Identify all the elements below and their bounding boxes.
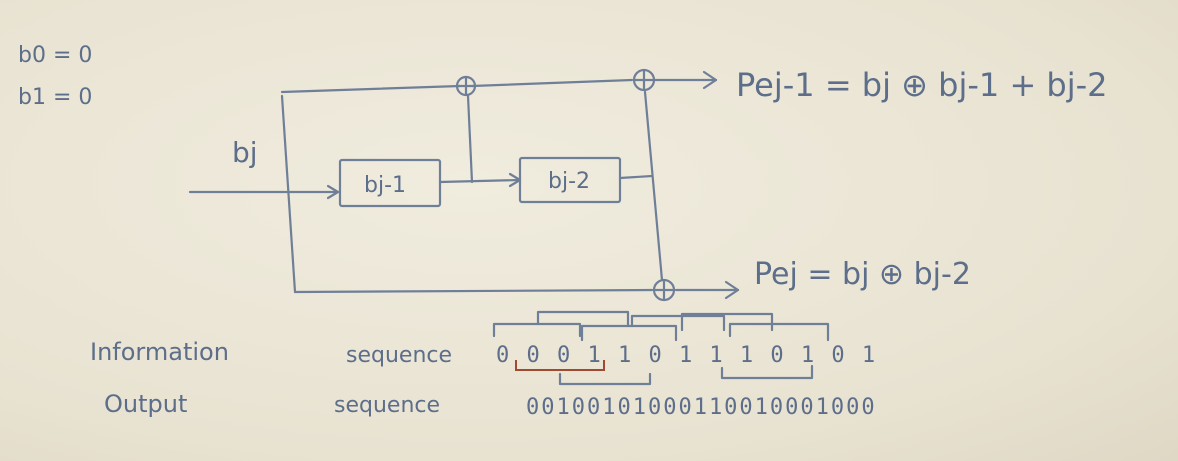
bottom-output-arrowhead (724, 280, 740, 300)
register-2-box (518, 156, 622, 204)
bottom-rail (293, 288, 654, 294)
output-bits: 00100101000110010001000 (526, 395, 877, 420)
output-sequence-label: sequence (334, 393, 440, 418)
left-bus (280, 94, 297, 294)
highlight-bracket (515, 360, 605, 371)
input-label: bj (232, 136, 258, 169)
top-rail-a (280, 84, 462, 94)
register-1-label: bj-1 (364, 173, 406, 198)
xor-adder-2 (632, 68, 656, 92)
right-bus (643, 90, 664, 282)
top-rail-b (470, 78, 634, 88)
xor-adder-1 (455, 75, 477, 97)
lower-bracket-1 (558, 372, 652, 386)
reg1-to-reg2-line (438, 178, 522, 184)
init-b1: b1 = 0 (18, 85, 92, 110)
top-output-arrowhead (702, 70, 718, 90)
top-output-equation: Pej-1 = bj ⊕ bj-1 + bj-2 (736, 66, 1108, 104)
init-b0: b0 = 0 (18, 43, 92, 68)
input-arrowhead (326, 184, 340, 200)
output-label: Output (104, 390, 187, 418)
window-brackets (492, 310, 830, 342)
tap-reg1 (466, 94, 474, 184)
bottom-output-equation: Pej = bj ⊕ bj-2 (754, 257, 971, 292)
reg2-output-line (618, 174, 654, 180)
lower-bracket-2 (720, 364, 814, 380)
xor-adder-3 (652, 278, 676, 302)
information-label: Information (90, 338, 229, 366)
information-sequence-label: sequence (346, 343, 452, 368)
information-bits: 0 0 0 1 1 0 1 1 1 0 1 0 1 (496, 343, 877, 368)
register-2-label: bj-2 (548, 169, 590, 194)
